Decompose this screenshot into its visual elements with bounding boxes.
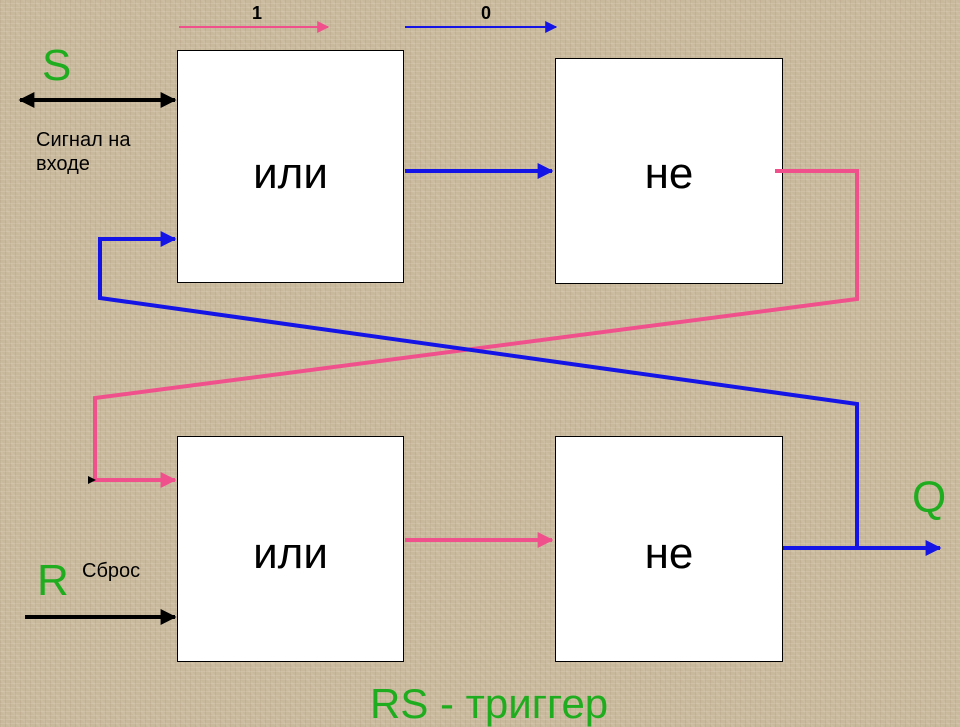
bottom-not-feedback-wire <box>98 231 859 548</box>
diagram-title: RS - триггер <box>370 680 609 727</box>
reset-input-letter: R <box>37 556 69 605</box>
top-not-gate: не <box>555 58 783 284</box>
top-not-gate-label: не <box>644 149 694 198</box>
top-or-gate-label: или <box>253 149 328 198</box>
bottom-not-gate: не <box>555 436 783 662</box>
q-output-letter: Q <box>912 473 947 522</box>
feedback-wire-stub <box>88 476 96 484</box>
bottom-or-gate: или <box>177 436 404 662</box>
set-input-caption: Сигнал на входе <box>36 129 131 175</box>
set-input-letter: S <box>42 41 72 90</box>
top-or-gate: или <box>177 50 404 283</box>
legend-zero-label: 0 <box>481 3 492 23</box>
top-not-feedback-wire <box>93 169 859 488</box>
bottom-not-gate-label: не <box>644 529 694 578</box>
bottom-or-gate-label: или <box>253 529 328 578</box>
reset-input-caption: Сброс <box>82 560 141 582</box>
legend-one-label: 1 <box>252 3 263 23</box>
